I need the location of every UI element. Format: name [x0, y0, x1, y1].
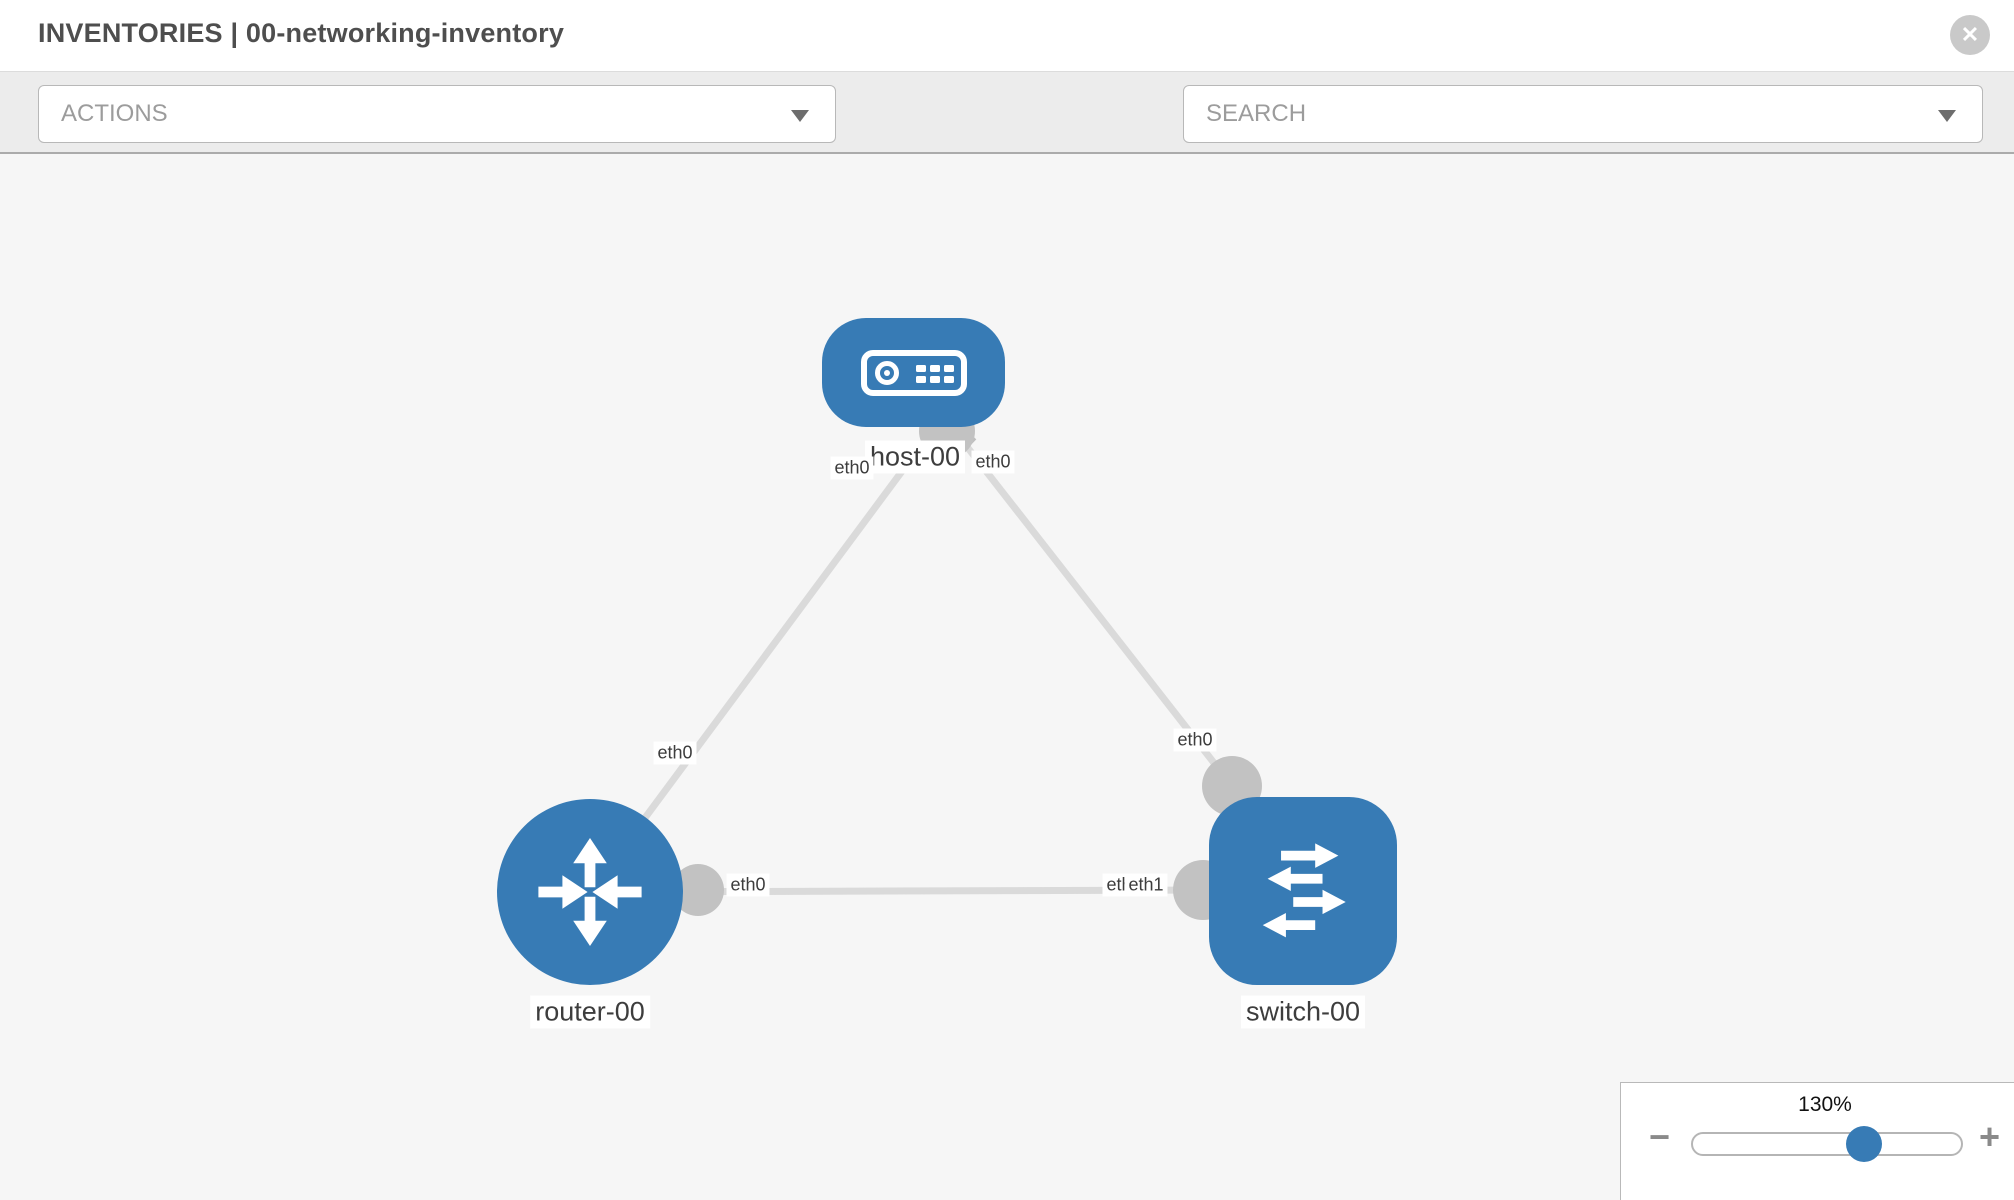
- close-icon[interactable]: ✕: [1950, 15, 1990, 55]
- zoom-slider-thumb[interactable]: [1846, 1126, 1882, 1162]
- search-dropdown[interactable]: SEARCH: [1183, 85, 1983, 143]
- search-dropdown-label: SEARCH: [1206, 100, 1307, 127]
- header-bar: INVENTORIES | 00-networking-inventory ✕: [0, 0, 2014, 72]
- router-icon: [538, 838, 642, 946]
- node-host-00[interactable]: [822, 318, 1005, 427]
- page-title: INVENTORIES | 00-networking-inventory: [38, 18, 565, 48]
- actions-dropdown[interactable]: ACTIONS: [38, 85, 836, 143]
- toolbar: ACTIONS SEARCH: [0, 72, 2014, 223]
- interface-port: [672, 864, 724, 916]
- node-router-00[interactable]: [497, 799, 683, 985]
- link-host-00-switch-00[interactable]: [947, 422, 1235, 789]
- zoom-slider-track[interactable]: [1691, 1132, 1963, 1156]
- host-icon: [860, 349, 967, 396]
- zoom-out-minus-icon[interactable]: −: [1649, 1116, 1671, 1157]
- topology-canvas[interactable]: [0, 154, 2014, 1200]
- chevron-down-icon: [791, 110, 809, 122]
- link-host-00-router-00[interactable]: [587, 417, 943, 895]
- switch-icon: [1262, 843, 1346, 938]
- zoom-percent-label: 130%: [1798, 1093, 1852, 1116]
- actions-dropdown-label: ACTIONS: [61, 100, 168, 127]
- node-switch-00[interactable]: [1209, 797, 1397, 985]
- zoom-control-panel: 130% − +: [1620, 1082, 2014, 1200]
- chevron-down-icon: [1938, 110, 1956, 122]
- zoom-in-plus-icon[interactable]: +: [1979, 1116, 2001, 1157]
